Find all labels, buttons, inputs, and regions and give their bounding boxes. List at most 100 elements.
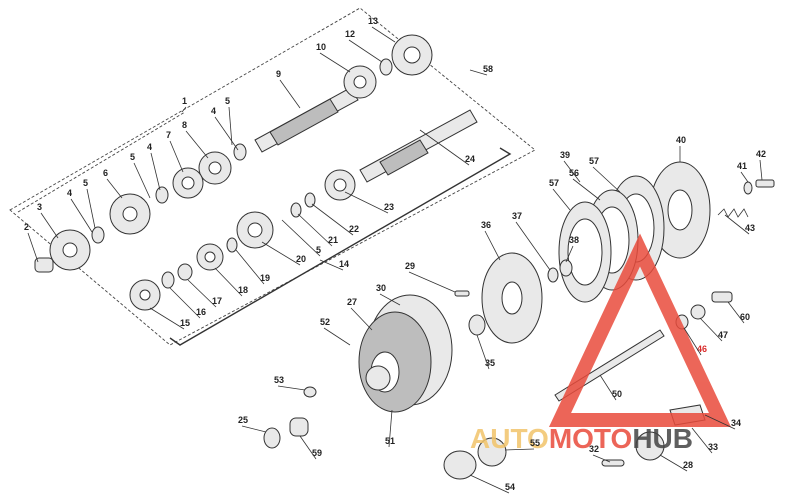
callout-16: 16 xyxy=(196,307,206,317)
leader-c30 xyxy=(379,293,401,306)
washer-4b xyxy=(155,186,169,204)
spring-43 xyxy=(717,208,749,218)
washer-19 xyxy=(226,237,238,253)
leader-c33 xyxy=(691,427,713,454)
gear-10 xyxy=(343,65,377,99)
leader-c57a xyxy=(592,166,621,193)
callout-42: 42 xyxy=(756,149,766,159)
callout-5: 5 xyxy=(225,96,230,106)
callout-46: 46 xyxy=(697,344,707,354)
callout-54: 54 xyxy=(505,482,515,492)
callout-4: 4 xyxy=(147,142,152,152)
leader-c57b xyxy=(552,188,571,211)
leader-c27 xyxy=(350,307,373,331)
callout-37: 37 xyxy=(512,211,522,221)
leader-c10 xyxy=(319,52,351,73)
washer-22 xyxy=(304,192,316,208)
callout-24: 24 xyxy=(465,154,475,164)
leader-c13 xyxy=(371,26,396,43)
callout-14: 14 xyxy=(339,259,349,269)
callout-4: 4 xyxy=(211,106,216,116)
countershaft xyxy=(359,109,478,183)
leader-c17 xyxy=(187,279,217,308)
gear-27 xyxy=(365,365,391,391)
leader-c39 xyxy=(563,160,581,183)
leader-c5d xyxy=(281,219,321,257)
leader-c56 xyxy=(572,178,601,201)
leader-c12 xyxy=(348,39,383,63)
callout-18: 18 xyxy=(238,285,248,295)
leader-c54 xyxy=(469,474,510,494)
leader-c4b xyxy=(150,152,161,191)
leader-c41 xyxy=(740,171,749,183)
callout-21: 21 xyxy=(328,235,338,245)
leader-c29 xyxy=(408,271,456,293)
leader-c23 xyxy=(344,191,389,214)
leader-c24 xyxy=(419,129,470,166)
leader-c42 xyxy=(759,159,763,181)
washer-54 xyxy=(443,450,477,480)
callout-59: 59 xyxy=(312,448,322,458)
leader-c5a xyxy=(228,106,233,146)
callout-20: 20 xyxy=(296,254,306,264)
leader-c21 xyxy=(297,213,333,247)
callout-30: 30 xyxy=(376,283,386,293)
bolt-60 xyxy=(711,291,733,303)
leader-c8 xyxy=(185,130,209,159)
leader-c53 xyxy=(277,385,306,391)
bushing-59 xyxy=(289,417,309,437)
leader-c19 xyxy=(235,249,265,285)
callout-40: 40 xyxy=(676,135,686,145)
gear-6 xyxy=(109,193,151,235)
watermark-text-auto: AUTOMOTOHUB xyxy=(470,423,693,454)
leader-c1 xyxy=(181,106,187,113)
clutch-spring-plate-40 xyxy=(649,161,711,259)
washer-4c xyxy=(91,226,105,244)
callout-17: 17 xyxy=(212,296,222,306)
leader-c46 xyxy=(683,327,702,356)
bearing-35 xyxy=(468,314,486,336)
callout-43: 43 xyxy=(745,223,755,233)
callout-39: 39 xyxy=(560,150,570,160)
clutch-basket-30 xyxy=(358,294,453,413)
callout-19: 19 xyxy=(260,273,270,283)
bushing-16 xyxy=(161,271,175,289)
washer-21 xyxy=(290,202,302,218)
leader-c34 xyxy=(704,414,736,430)
leader-c59 xyxy=(299,435,317,460)
callout-2: 2 xyxy=(24,222,29,232)
callout-57: 57 xyxy=(589,156,599,166)
gear-7 xyxy=(172,167,204,199)
leader-c60 xyxy=(727,301,745,324)
leader-c35 xyxy=(476,334,490,370)
pin-29 xyxy=(454,290,470,297)
leader-c3 xyxy=(40,212,59,239)
callout-9: 9 xyxy=(276,69,281,79)
leader-c50 xyxy=(599,374,617,401)
leader-c4a xyxy=(214,116,239,151)
callout-5: 5 xyxy=(130,152,135,162)
clutch-plate-57b xyxy=(558,201,612,303)
bearing-47 xyxy=(690,304,706,320)
callout-35: 35 xyxy=(485,358,495,368)
watermark-moto: MOTO xyxy=(549,423,632,454)
leader-c25 xyxy=(241,425,267,433)
washer-41 xyxy=(743,181,753,195)
group-frame-1 xyxy=(17,111,186,213)
callout-7: 7 xyxy=(166,130,171,140)
leader-c14 xyxy=(319,259,344,271)
washer-37 xyxy=(547,267,559,283)
callout-1: 1 xyxy=(182,96,187,106)
watermark-triangle xyxy=(548,233,732,427)
bolt-42 xyxy=(755,179,775,188)
leader-c16 xyxy=(169,287,201,319)
leader-c4c xyxy=(70,198,93,233)
leader-c15 xyxy=(149,307,185,330)
callout-50: 50 xyxy=(612,389,622,399)
washer-55 xyxy=(477,437,507,467)
washer-12 xyxy=(379,58,393,76)
leader-c47 xyxy=(699,317,723,342)
callout-53: 53 xyxy=(274,375,284,385)
callout-29: 29 xyxy=(405,261,415,271)
bushing-38 xyxy=(559,259,573,277)
